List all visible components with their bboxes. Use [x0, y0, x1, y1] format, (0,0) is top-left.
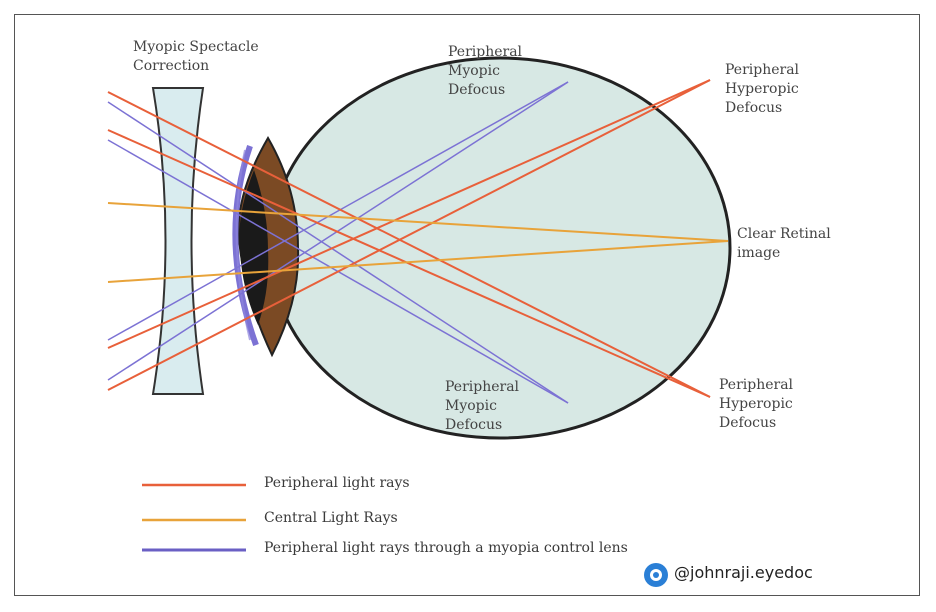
label-hyperopic-defocus-bottom: Peripheral Hyperopic Defocus — [719, 377, 794, 431]
spectacle-lens — [151, 87, 205, 395]
label-myopic-defocus-top: Peripheral Myopic Defocus — [448, 44, 523, 98]
myopia-control-lens — [232, 145, 259, 347]
peripheral-rays — [107, 79, 711, 398]
label-lens: Myopic Spectacle Correction — [133, 39, 259, 74]
social-handle: @johnraji.eyedoc — [674, 563, 813, 582]
frame-border — [14, 14, 920, 596]
camera-icon — [644, 563, 668, 587]
legend-label-central: Central Light Rays — [264, 510, 398, 526]
central-rays — [107, 202, 729, 283]
legend-label-peripheral: Peripheral light rays — [264, 475, 410, 491]
label-hyperopic-defocus-top: Peripheral Hyperopic Defocus — [725, 62, 800, 116]
label-myopic-defocus-bottom: Peripheral Myopic Defocus — [445, 379, 520, 433]
label-clear-retinal-image: Clear Retinal image — [737, 226, 831, 261]
legend-label-myopia-control: Peripheral light rays through a myopia c… — [264, 540, 628, 556]
